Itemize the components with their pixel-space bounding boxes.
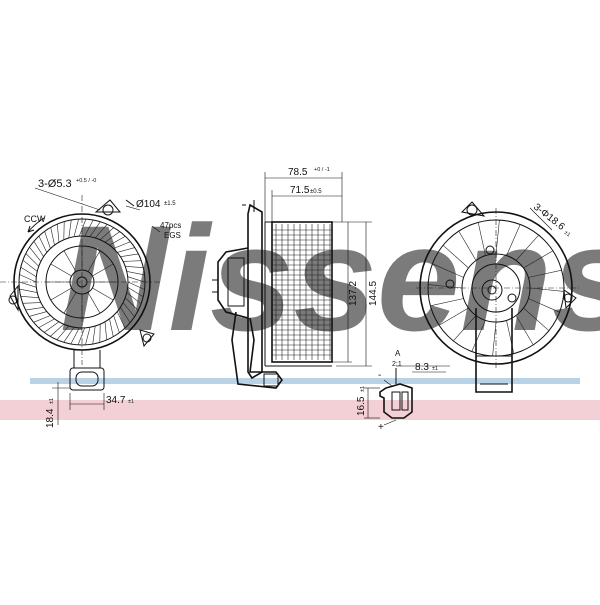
watermark-stripe: [30, 378, 580, 384]
wheel-blade: [29, 312, 47, 317]
pin-height-tolerance: ±1: [360, 386, 366, 392]
speed-label: 47pcs: [160, 221, 181, 230]
height-137-2-label: 137.2: [348, 281, 359, 306]
pin-pitch-label: 8.3: [415, 362, 429, 373]
pin-view-label: A: [395, 349, 401, 358]
conn-height-tolerance: ±1: [49, 398, 55, 404]
wheel-blade: [34, 316, 51, 323]
watermark-band: [0, 400, 600, 420]
pin-plus-label: +: [378, 422, 384, 433]
wheel-blade: [39, 236, 47, 252]
pin-height-label: 16.5: [356, 396, 367, 416]
wheel-blade: [21, 296, 39, 297]
conn-height-label: 18.4: [45, 408, 56, 428]
wheel-blade: [26, 307, 44, 310]
diameter-tolerance: ±1.5: [164, 201, 176, 207]
width-78-5-label: 78.5: [288, 167, 308, 178]
pin-minus-label: -: [378, 370, 381, 381]
wheel-blade: [19, 289, 37, 293]
width-71-5-tolerance: ±0.5: [310, 189, 322, 195]
egs-label: EGS: [164, 231, 181, 240]
width-71-5-label: 71.5: [290, 185, 310, 196]
wheel-blade: [23, 303, 41, 304]
wheel-blade: [45, 231, 51, 248]
holes-tolerance: +0.5 / -0: [76, 178, 96, 184]
width-78-5-tolerance: +0 / -1: [314, 167, 330, 173]
height-144-5-label: 144.5: [368, 281, 379, 306]
conn-width-label: 34.7: [106, 395, 126, 406]
pin-pitch-tolerance: ±1: [432, 366, 438, 372]
wheel-blade: [20, 275, 37, 283]
ccw-label: CCW: [24, 214, 46, 224]
wheel-blade: [26, 254, 39, 267]
diameter-label: Ø104: [136, 199, 161, 210]
pin-scale-label: 2:1: [392, 361, 402, 368]
wheel-blade: [19, 282, 36, 288]
holes-label: 3-Ø5.3: [38, 178, 72, 190]
wheel-blade: [51, 227, 55, 245]
wheel-blade: [57, 224, 59, 242]
conn-width-tolerance: ±1: [128, 399, 134, 405]
